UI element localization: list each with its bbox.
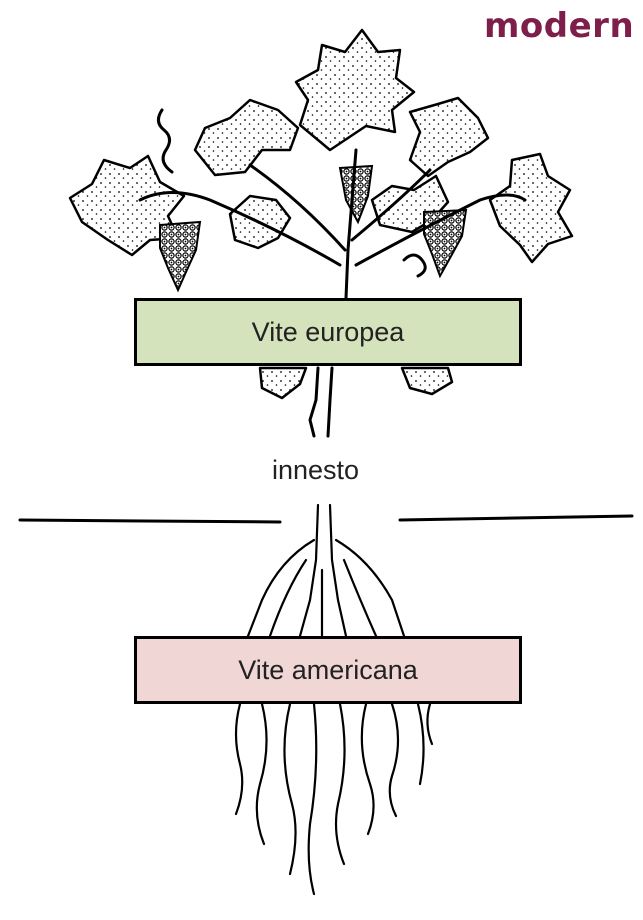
grape-cluster-left — [160, 222, 200, 290]
grape-cluster-center — [340, 166, 372, 222]
leaf-upper-left — [195, 100, 298, 175]
main-trunk-lower — [310, 368, 318, 436]
scion-label-box: Vite europea — [134, 298, 522, 366]
main-trunk-lower-2 — [328, 368, 332, 436]
ground-line — [20, 516, 632, 522]
leaf-lower-left — [260, 368, 306, 398]
leaf-upper-right — [410, 98, 488, 176]
leaf-far-right — [490, 154, 572, 262]
leaf-top — [296, 30, 414, 150]
leaf-lower-right — [402, 368, 452, 394]
vine-stems — [140, 110, 525, 436]
graft-label: innesto — [272, 455, 359, 486]
tendril-left — [158, 110, 172, 172]
grape-cluster-right — [424, 210, 466, 276]
rootstock-label-box: Vite americana — [134, 636, 522, 704]
tendril-right — [404, 255, 425, 276]
